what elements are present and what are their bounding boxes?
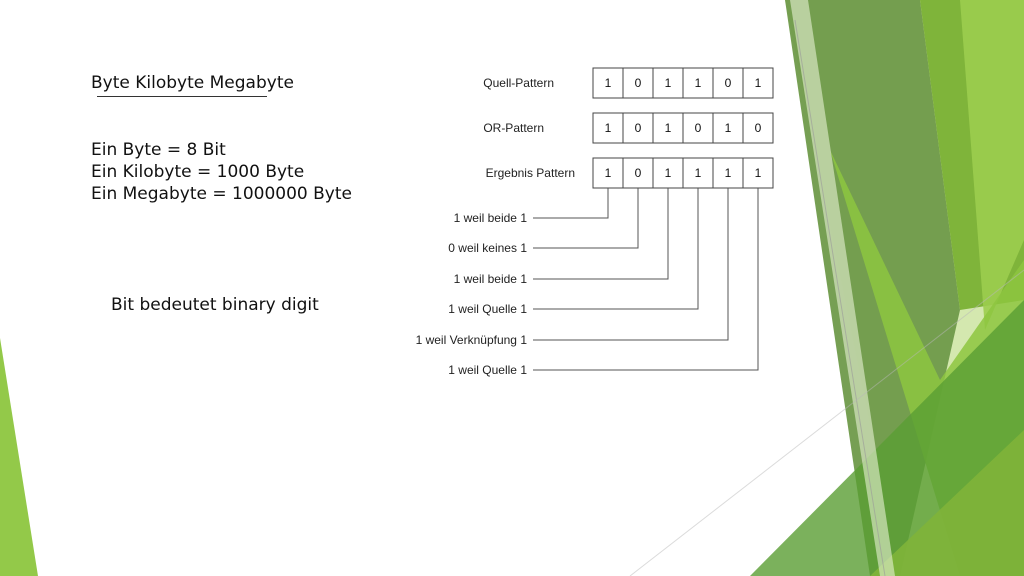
- explanation-label: 1 weil Quelle 1: [448, 363, 527, 377]
- bit-row-quell: 1 0 1 1 0 1: [592, 67, 774, 99]
- bit-value: 1: [725, 166, 732, 180]
- connector-line: [533, 188, 609, 219]
- bit-cell: [622, 67, 654, 99]
- bit-value: 1: [665, 121, 672, 135]
- connector-line: [533, 188, 759, 371]
- row-label-or: OR-Pattern: [483, 121, 544, 135]
- heading-underline: [97, 96, 267, 97]
- bit-cell: [682, 112, 714, 144]
- bit-value: 1: [695, 76, 702, 90]
- bit-value: 0: [635, 121, 642, 135]
- bit-value: 1: [725, 121, 732, 135]
- row-label-ergebnis: Ergebnis Pattern: [486, 166, 575, 180]
- bit-value: 1: [605, 166, 612, 180]
- bit-value: 0: [635, 166, 642, 180]
- explanation-label: 0 weil keines 1: [448, 241, 527, 255]
- bit-cell: [652, 67, 684, 99]
- slide-heading: Byte Kilobyte Megabyte: [91, 73, 294, 93]
- bit-value: 1: [605, 121, 612, 135]
- bit-cell: [742, 112, 774, 144]
- explanation-label: 1 weil beide 1: [454, 211, 528, 225]
- bit-value: 1: [695, 166, 702, 180]
- bit-cell: [682, 67, 714, 99]
- connector-line: [533, 188, 639, 249]
- connector-line: [533, 188, 729, 341]
- bit-value: 0: [695, 121, 702, 135]
- bit-cell: [652, 157, 684, 189]
- bit-value: 0: [725, 76, 732, 90]
- explanation-label: 1 weil beide 1: [454, 272, 528, 286]
- bit-value: 1: [665, 76, 672, 90]
- row-label-quell: Quell-Pattern: [483, 76, 554, 90]
- connector-line: [533, 188, 669, 280]
- fact-byte: Ein Byte = 8 Bit: [91, 140, 226, 160]
- bit-value: 1: [605, 76, 612, 90]
- bit-cell: [622, 157, 654, 189]
- bit-row-ergebnis: 1 0 1 1 1 1: [592, 157, 774, 189]
- bit-cell: [622, 112, 654, 144]
- connector-line: [533, 188, 699, 310]
- explanation-label: 1 weil Verknüpfung 1: [416, 333, 528, 347]
- fact-kilobyte: Ein Kilobyte = 1000 Byte: [91, 162, 305, 182]
- bit-cell: [592, 157, 624, 189]
- bit-value: 0: [755, 121, 762, 135]
- bit-value: 1: [755, 76, 762, 90]
- bit-value: 1: [755, 166, 762, 180]
- bit-row-or: 1 0 1 0 1 0: [592, 112, 774, 144]
- facts-list: Ein Byte = 8 Bit Ein Kilobyte = 1000 Byt…: [91, 139, 352, 205]
- fact-megabyte: Ein Megabyte = 1000000 Byte: [91, 184, 352, 204]
- bit-cell: [592, 67, 624, 99]
- connector-lines: [533, 188, 759, 371]
- bit-note: Bit bedeutet binary digit: [111, 295, 319, 315]
- bit-value: 1: [665, 166, 672, 180]
- explanation-label: 1 weil Quelle 1: [448, 302, 527, 316]
- bit-cell: [592, 112, 624, 144]
- bit-cell: [742, 157, 774, 189]
- bit-cell: [742, 67, 774, 99]
- bit-value: 0: [635, 76, 642, 90]
